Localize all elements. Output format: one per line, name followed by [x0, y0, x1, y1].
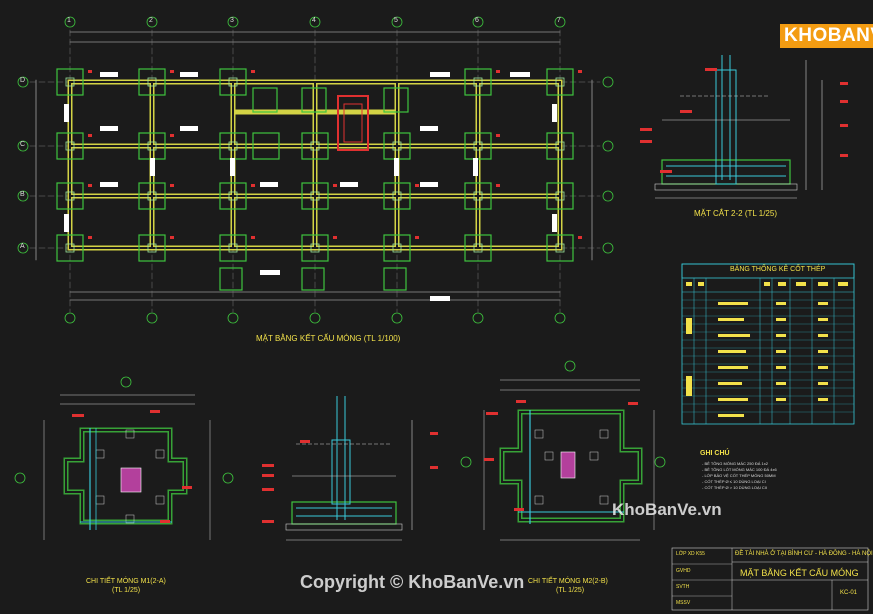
detail-m2-title: CHI TIẾT MÓNG M2(2-B) — [528, 578, 608, 585]
titleblock-left-line: GVHD — [676, 568, 691, 574]
titleblock-sheet: KC-01 — [840, 590, 858, 596]
section-1-1 — [262, 396, 438, 541]
notes-heading: GHI CHÚ — [700, 450, 730, 457]
rebar-table-title: BẢNG THỐNG KÊ CỐT THÉP — [730, 266, 826, 273]
titleblock-left-line: LỚP XD K55 — [676, 551, 705, 557]
note-line: - BÊ TÔNG MÓNG MÁC 250 ĐÁ 1x2 — [702, 461, 768, 466]
rebar-table — [681, 263, 855, 425]
note-line: - CỐT THÉP Ø > 10 DÙNG LOẠI CII — [702, 485, 768, 490]
axis-row-b: B — [20, 191, 25, 198]
titleblock-left-line: MSSV — [676, 600, 691, 606]
detail-m1-title: CHI TIẾT MÓNG M1(2-A) — [86, 578, 166, 585]
detail-m2-scale: (TL 1/25) — [556, 587, 585, 594]
detail-m1 — [14, 376, 234, 540]
detail-m2 — [460, 360, 666, 541]
khobanve-logo[interactable]: KHOBANVE — [780, 24, 873, 48]
note-line: - BÊ TÔNG LÓT MÓNG MÁC 100 ĐÁ 4x6 — [702, 467, 777, 472]
foundation-plan — [17, 16, 614, 324]
axis-row-c: C — [20, 141, 26, 148]
axis-col-6: 6 — [475, 17, 479, 24]
axis-col-2: 2 — [149, 17, 153, 24]
watermark-site: KhoBanVe.vn — [612, 500, 722, 519]
note-line: - CỐT THÉP Ø ≤ 10 DÙNG LOẠI CI — [702, 479, 766, 484]
axis-col-5: 5 — [394, 17, 398, 24]
note-line: - LỚP BẢO VỆ CỐT THÉP MÓNG 50MM — [702, 473, 776, 478]
axis-row-a: A — [20, 243, 25, 250]
axis-col-7: 7 — [557, 17, 561, 24]
watermark-copyright: Copyright © KhoBanVe.vn — [300, 572, 525, 592]
detail-m1-scale: (TL 1/25) — [112, 587, 141, 594]
axis-col-3: 3 — [230, 17, 234, 24]
titleblock-project: ĐỀ TÀI NHÀ Ở TẠI BÌNH CƯ - HÀ ĐÔNG - HÀ … — [735, 551, 873, 557]
titleblock-left-line: SVTH — [676, 584, 690, 590]
foundation-plan-title: MẶT BẰNG KẾT CẤU MÓNG (TL 1/100) — [256, 334, 401, 343]
axis-col-1: 1 — [67, 17, 71, 24]
titleblock-drawing-name: MẶT BẰNG KẾT CẤU MÓNG — [740, 568, 859, 578]
section-2-2-title: MẶT CẮT 2-2 (TL 1/25) — [694, 209, 777, 218]
section-2-2 — [640, 55, 848, 199]
axis-col-4: 4 — [312, 17, 316, 24]
title-block — [671, 547, 869, 611]
axis-row-d: D — [20, 77, 26, 84]
